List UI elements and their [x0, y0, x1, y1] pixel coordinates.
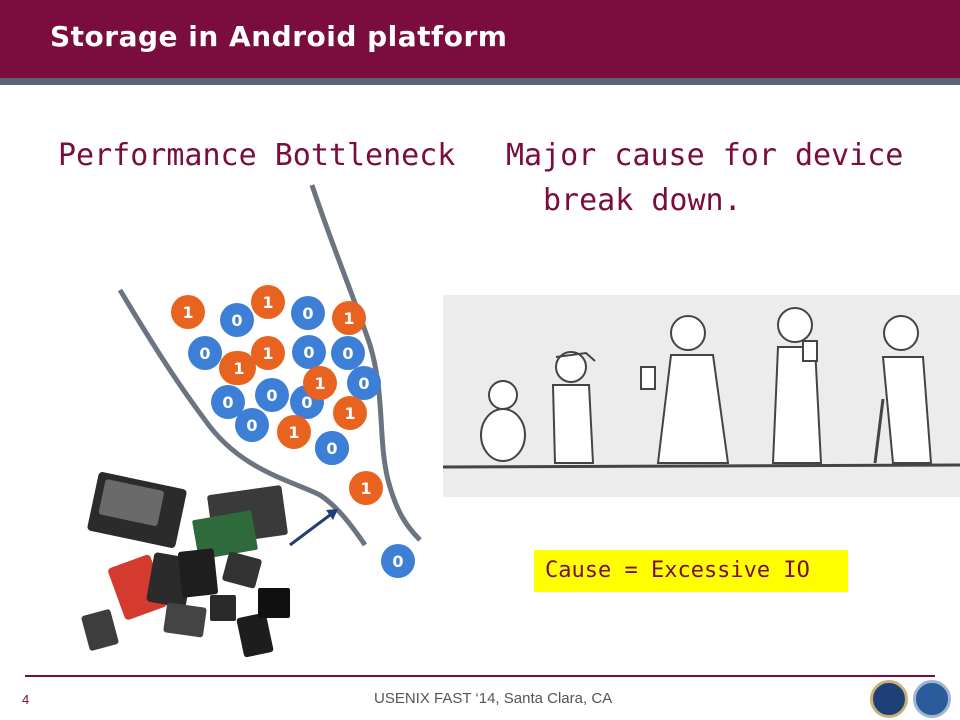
- heading-major-cause-line1: Major cause for device: [506, 138, 904, 173]
- bit-one: 1: [332, 301, 366, 335]
- svg-text:0: 0: [266, 386, 277, 405]
- page-number: 4: [22, 692, 30, 707]
- bit-zero: 0: [292, 335, 326, 369]
- funnel-left-wall: [117, 288, 368, 547]
- svg-text:0: 0: [246, 416, 257, 435]
- bit-zero: 0: [220, 303, 254, 337]
- bit-zero: 0: [235, 408, 269, 442]
- bit-zero: 0: [255, 378, 289, 412]
- svg-text:0: 0: [303, 343, 314, 362]
- life-stages-drawing: [442, 307, 960, 469]
- svg-text:0: 0: [199, 344, 210, 363]
- slide-title: Storage in Android platform: [50, 20, 508, 53]
- university-logo-1: [870, 680, 908, 718]
- svg-text:0: 0: [342, 344, 353, 363]
- bit-one: 1: [251, 336, 285, 370]
- bit-zero: 0: [188, 336, 222, 370]
- bit-one: 1: [251, 285, 285, 319]
- heading-major-cause-line2: break down.: [543, 183, 742, 218]
- bit-one: 1: [303, 366, 337, 400]
- bit-zero: 0: [291, 296, 325, 330]
- svg-text:0: 0: [231, 311, 242, 330]
- arrow-head: [326, 509, 338, 520]
- svg-text:0: 0: [358, 374, 369, 393]
- svg-text:1: 1: [344, 404, 355, 423]
- title-bar: [0, 0, 960, 78]
- svg-text:1: 1: [262, 344, 273, 363]
- svg-text:1: 1: [360, 479, 371, 498]
- svg-text:0: 0: [302, 304, 313, 323]
- footer-text: USENIX FAST ‘14, Santa Clara, CA: [374, 690, 613, 707]
- bit-zero: 0: [347, 366, 381, 400]
- cause-box: Cause = Excessive IO: [534, 550, 848, 592]
- bit-one: 1: [333, 396, 367, 430]
- bit-one: 1: [349, 471, 383, 505]
- bit-one: 1: [222, 351, 256, 385]
- heading-performance-bottleneck: Performance Bottleneck: [58, 138, 456, 173]
- life-stages-image: [442, 295, 960, 497]
- svg-text:1: 1: [314, 374, 325, 393]
- arrow-line: [289, 513, 331, 547]
- svg-text:1: 1: [182, 303, 193, 322]
- title-bar-stripe: [0, 78, 960, 85]
- svg-text:1: 1: [288, 423, 299, 442]
- svg-text:1: 1: [262, 293, 273, 312]
- footer-divider: [25, 675, 935, 677]
- svg-text:0: 0: [222, 393, 233, 412]
- bit-one: 1: [171, 295, 205, 329]
- svg-text:0: 0: [392, 552, 403, 571]
- memory-cards-image: [81, 472, 290, 658]
- bit-zero: 0: [315, 431, 349, 465]
- bit-zero: 0: [331, 336, 365, 370]
- svg-text:0: 0: [326, 439, 337, 458]
- bit-zero: 0: [211, 385, 245, 419]
- svg-text:1: 1: [233, 359, 244, 378]
- university-logo-2: [913, 680, 951, 718]
- bit-zero: 0: [381, 544, 415, 578]
- bit-one: 1: [277, 415, 311, 449]
- svg-text:0: 0: [301, 393, 312, 412]
- svg-text:1: 1: [343, 309, 354, 328]
